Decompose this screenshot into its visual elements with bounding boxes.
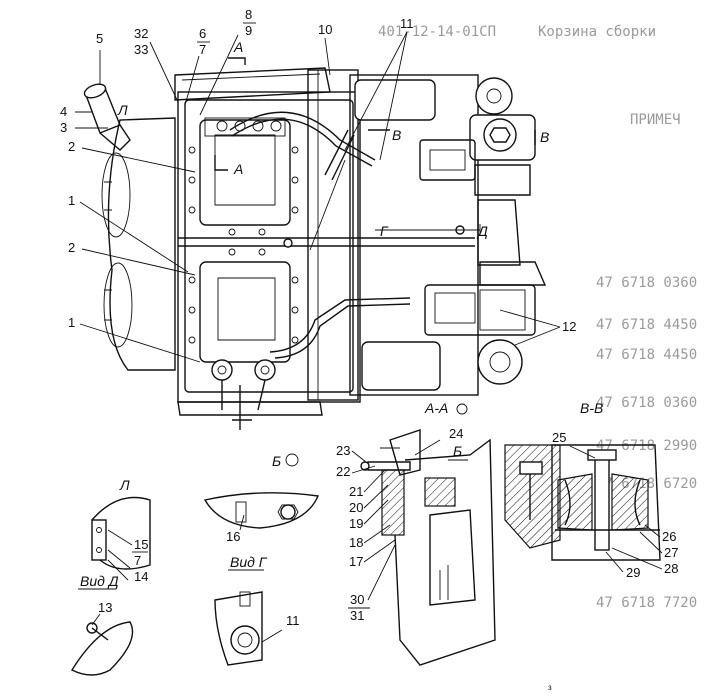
- callout-6: 6: [199, 26, 206, 41]
- marker-a-mid: А: [233, 161, 243, 177]
- vid-d-title: Вид Д: [80, 573, 119, 589]
- page-mark: з: [548, 683, 552, 692]
- callout-12: 12: [562, 319, 576, 334]
- callout-31: 31: [350, 608, 364, 623]
- callout-5: 5: [96, 31, 103, 46]
- svg-text:Корзина сборки: Корзина сборки: [538, 24, 656, 40]
- callout-10: 10: [318, 22, 332, 37]
- svg-text:47 6718 7720: 47 6718 7720: [596, 595, 697, 611]
- view-l-detail: Л 15 7 14 Вид Д: [78, 477, 151, 590]
- callout-1b: 1: [68, 315, 75, 330]
- callout-29: 29: [626, 565, 640, 580]
- section-aa-title: А-А: [424, 400, 448, 416]
- callout-9: 9: [245, 23, 252, 38]
- callout-22: 22: [336, 464, 350, 479]
- marker-l: Л: [117, 102, 128, 118]
- marker-a-top: А: [233, 39, 243, 55]
- hose-fitting: [83, 83, 131, 151]
- callout-13: 13: [98, 600, 112, 615]
- section-a-a: А-А 23 22 21 20 19 18 17 24 Б 30 31: [336, 400, 496, 666]
- svg-text:ПРИМЕЧ: ПРИМЕЧ: [630, 112, 681, 128]
- section-v-v: В-В 25 26 27 28 29: [504, 400, 678, 580]
- callout-11-bottom: 11: [286, 613, 300, 628]
- callout-32: 32: [134, 26, 148, 41]
- svg-text:47 6718 2990: 47 6718 2990: [596, 438, 697, 454]
- callout-3: 3: [60, 120, 67, 135]
- marker-b: Б: [453, 443, 462, 459]
- callout-28: 28: [664, 561, 678, 576]
- callout-15: 15: [134, 537, 148, 552]
- callout-2a: 2: [68, 139, 75, 154]
- svg-text:47 6718 4450: 47 6718 4450: [596, 317, 697, 333]
- bolt-pattern: [188, 146, 299, 344]
- vid-g-title: Вид Г: [230, 554, 268, 570]
- view-l-title: Л: [119, 477, 130, 493]
- callout-8: 8: [245, 7, 252, 22]
- part-11-bracket: [214, 591, 263, 666]
- callout-26: 26: [662, 529, 676, 544]
- svg-text:47 6718 0360: 47 6718 0360: [596, 275, 697, 291]
- section-vv-title: В-В: [580, 400, 603, 416]
- marker-g: Г: [380, 223, 389, 239]
- callout-25: 25: [552, 430, 566, 445]
- callout-23: 23: [336, 443, 350, 458]
- callout-16: 16: [226, 529, 240, 544]
- callout-19: 19: [349, 516, 363, 531]
- callout-1a: 1: [68, 193, 75, 208]
- callout-17: 17: [349, 554, 363, 569]
- callout-7-view: 7: [134, 553, 141, 568]
- callout-11-top: 11: [400, 16, 414, 31]
- callout-2b: 2: [68, 240, 75, 255]
- svg-text:47 6718 4450: 47 6718 4450: [596, 347, 697, 363]
- marker-v-left: В: [392, 127, 401, 143]
- marker-d: Д: [476, 223, 488, 239]
- part-13: 13: [70, 600, 134, 676]
- callout-30: 30: [350, 592, 364, 607]
- callout-20: 20: [349, 500, 363, 515]
- callout-27: 27: [664, 545, 678, 560]
- view-b: Б 16 Вид Г: [203, 453, 320, 571]
- svg-text:47 6718 0360: 47 6718 0360: [596, 395, 697, 411]
- callout-4: 4: [60, 104, 67, 119]
- svg-text:401-12-14-01СП: 401-12-14-01СП: [378, 24, 496, 40]
- section-markers: А А Л В В Г Д: [117, 39, 549, 239]
- main-assembly: [83, 57, 547, 430]
- callout-24: 24: [449, 426, 463, 441]
- callout-18: 18: [349, 535, 363, 550]
- marker-v-right: В: [540, 129, 549, 145]
- callouts: 1 1 2 2 3 4 5 6 7 8 9 10 11 11 12 32 33: [60, 7, 576, 643]
- callout-14: 14: [134, 569, 148, 584]
- callout-21: 21: [349, 484, 363, 499]
- callout-7: 7: [199, 42, 206, 57]
- callout-33: 33: [134, 42, 148, 57]
- view-b-title: Б: [272, 453, 281, 469]
